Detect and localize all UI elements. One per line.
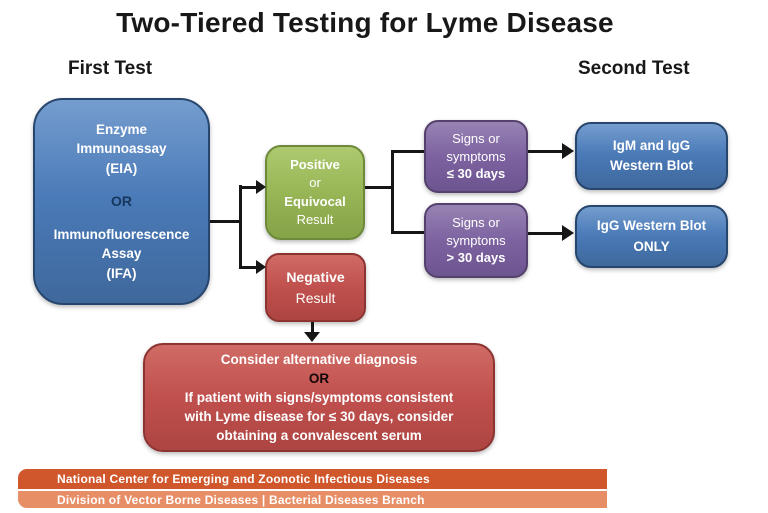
first-test-label: First Test bbox=[68, 58, 153, 79]
connector-eia-out bbox=[210, 220, 241, 223]
connector-left-split bbox=[239, 185, 242, 269]
flow-box-negative-result: Negative Result bbox=[265, 253, 366, 322]
arrowhead-to-negative-icon bbox=[256, 260, 266, 274]
connector-to-signs1 bbox=[391, 150, 424, 153]
flow-box-eia-ifa: Enzyme Immunoassay (EIA) OR Immunofluore… bbox=[33, 98, 210, 305]
signs2-text: Signs or symptoms bbox=[446, 215, 506, 248]
signs1-days: ≤ 30 days bbox=[446, 166, 506, 182]
flow-box-alternative-diagnosis: Consider alternative diagnosis OR If pat… bbox=[143, 343, 495, 452]
alt-line1: Consider alternative diagnosis bbox=[220, 351, 418, 367]
positive-line4: Result bbox=[296, 211, 334, 227]
connector-signs2-to-wb2 bbox=[528, 232, 564, 235]
footer-bar2-text: Division of Vector Borne Diseases | Bact… bbox=[57, 492, 425, 507]
connector-signs1-to-wb1 bbox=[528, 150, 564, 153]
flow-box-igg-western-blot-only: IgG Western Blot ONLY bbox=[575, 205, 728, 268]
arrowhead-to-positive-icon bbox=[256, 180, 266, 194]
eia-text: Enzyme Immunoassay (EIA) bbox=[76, 121, 167, 176]
arrowhead-to-wb2-icon bbox=[562, 225, 574, 241]
connector-to-positive bbox=[239, 186, 256, 189]
connector-right-split bbox=[391, 150, 394, 234]
connector-to-negative bbox=[239, 266, 256, 269]
positive-line1: Positive bbox=[290, 157, 340, 173]
positive-line2: or bbox=[309, 175, 321, 191]
connector-to-signs2 bbox=[391, 231, 424, 234]
eia-or-text: OR bbox=[111, 193, 132, 210]
connector-positive-out bbox=[365, 186, 394, 189]
negative-line2: Result bbox=[295, 289, 336, 306]
flow-box-signs-30-or-less: Signs or symptoms ≤ 30 days bbox=[424, 120, 528, 193]
arrowhead-to-alternative-icon bbox=[304, 332, 320, 342]
negative-line1: Negative bbox=[286, 269, 345, 286]
flow-box-signs-over-30: Signs or symptoms > 30 days bbox=[424, 203, 528, 278]
wb1-text: IgM and IgG Western Blot bbox=[609, 137, 693, 173]
signs2-days: > 30 days bbox=[446, 250, 506, 266]
arrowhead-to-wb1-icon bbox=[562, 143, 574, 159]
connector-negative-down bbox=[311, 322, 314, 333]
alt-or-text: OR bbox=[308, 370, 330, 386]
alt-line2: If patient with signs/symptoms consisten… bbox=[184, 389, 454, 444]
ifa-text: Immunofluorescence Assay (IFA) bbox=[53, 226, 190, 281]
footer-bar-division: Division of Vector Borne Diseases | Bact… bbox=[18, 491, 607, 508]
flow-box-igm-igg-western-blot: IgM and IgG Western Blot bbox=[575, 122, 728, 190]
positive-line3: Equivocal bbox=[284, 193, 346, 209]
flow-box-positive-result: Positive or Equivocal Result bbox=[265, 145, 365, 240]
footer-bar-national-center: National Center for Emerging and Zoonoti… bbox=[18, 469, 607, 489]
page-title: Two-Tiered Testing for Lyme Disease bbox=[116, 7, 614, 38]
wb2-text: IgG Western Blot ONLY bbox=[596, 218, 707, 254]
second-test-label: Second Test bbox=[578, 58, 690, 79]
signs1-text: Signs or symptoms bbox=[446, 131, 506, 164]
footer-bar1-text: National Center for Emerging and Zoonoti… bbox=[57, 472, 430, 486]
